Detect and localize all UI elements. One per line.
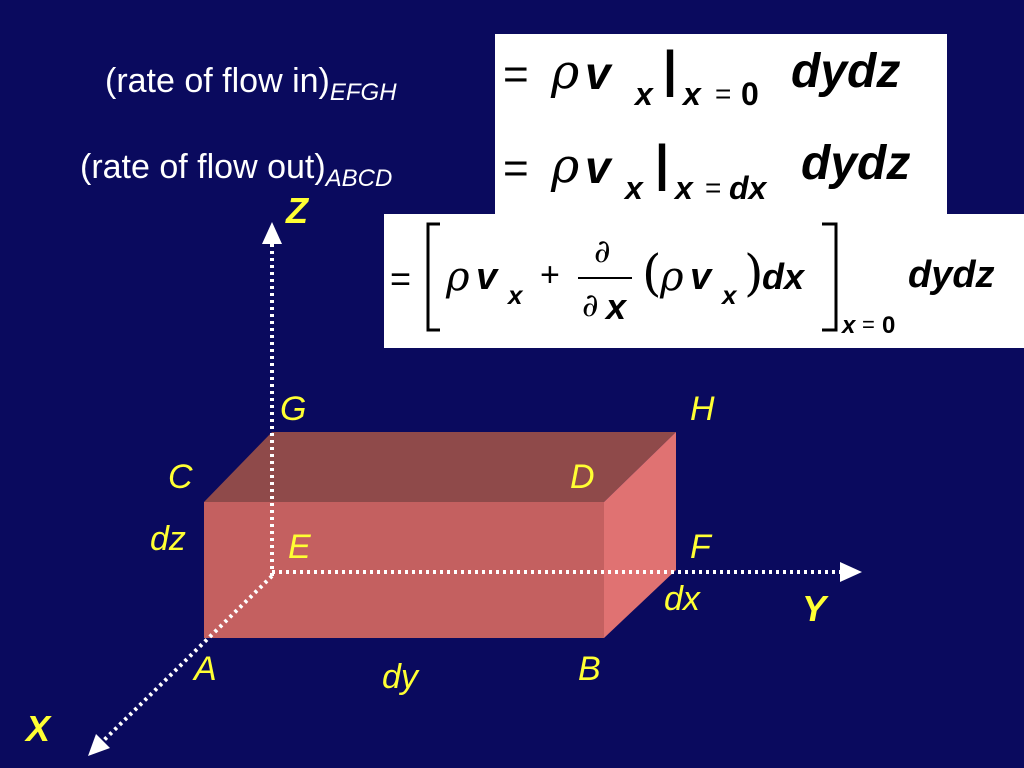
equation-flow-out: = ρ v x | x = dx dydz — [495, 120, 947, 214]
corner-label-c: C — [168, 458, 193, 496]
eq3-rparen: ) — [744, 244, 764, 302]
eq3-cond-eq: = — [862, 312, 875, 337]
eq1-cond-x: x — [683, 76, 701, 112]
box-top-face — [204, 432, 676, 502]
eq2-sub-x: x — [625, 170, 643, 206]
eq2-v: v — [585, 141, 611, 193]
eq1-cond-eq: = — [715, 78, 732, 109]
eq3-v-inner: v — [690, 256, 712, 298]
z-axis-arrowhead — [262, 222, 282, 244]
corner-label-b: B — [578, 650, 601, 688]
axis-label-y: Y — [802, 588, 827, 629]
x-axis-arrowhead — [88, 734, 110, 756]
eq1-dydz: dydz — [791, 45, 901, 98]
eq3-partial-bottom: ∂ — [582, 286, 599, 324]
flow-in-text: (rate of flow in) — [105, 62, 330, 100]
flow-out-subscript: ABCD — [325, 165, 393, 192]
flow-out-label: (rate of flow out)ABCD — [80, 148, 392, 193]
eq3-brackets — [426, 222, 838, 332]
eq3-v: v — [476, 256, 498, 298]
corner-label-f: F — [690, 528, 711, 566]
corner-label-a: A — [194, 650, 217, 688]
flow-in-subscript: EFGH — [329, 79, 397, 106]
eq1-v: v — [585, 47, 611, 99]
eq3-partial-top: ∂ — [594, 232, 611, 270]
corner-label-d: D — [570, 458, 595, 496]
eq2-cond-dx: dx — [729, 170, 767, 206]
corner-label-g: G — [280, 390, 307, 428]
dim-label-dy: dy — [382, 658, 418, 696]
eq2-cond-x: x — [675, 170, 693, 206]
axis-label-z: Z — [286, 190, 308, 231]
flow-out-text: (rate of flow out) — [80, 148, 326, 186]
eq1-sub-x: x — [635, 76, 653, 112]
eq2-cond-eq: = — [705, 172, 722, 203]
eq3-dx: dx — [762, 256, 805, 297]
eq3-lparen: ( — [642, 244, 662, 302]
box-side-face — [604, 432, 676, 638]
eq2-dydz: dydz — [801, 137, 911, 190]
eq3-sub-x: x — [508, 280, 523, 310]
eq3-equals: = — [390, 258, 412, 299]
eq2-equals: = — [503, 144, 529, 193]
flow-in-label: (rate of flow in)EFGH — [105, 62, 397, 107]
box-front-face — [204, 502, 604, 638]
eq1-cond-zero: 0 — [741, 76, 759, 112]
eq3-rho: ρ — [446, 254, 470, 300]
eq1-bar: | — [663, 41, 677, 97]
eq3-cond-zero: 0 — [882, 312, 896, 339]
eq1-equals: = — [503, 50, 529, 99]
eq3-dydz: dydz — [908, 254, 995, 296]
eq1-rho: ρ — [551, 44, 580, 100]
corner-label-e: E — [288, 528, 311, 566]
eq3-sub-x-inner: x — [722, 280, 737, 310]
eq2-rho: ρ — [551, 138, 580, 194]
corner-label-h: H — [690, 390, 715, 428]
eq3-cond-x: x — [842, 312, 856, 339]
eq3-denominator-x: x — [606, 286, 627, 327]
eq2-bar: | — [655, 135, 669, 191]
axis-label-x: X — [26, 708, 51, 749]
equation-flow-in: = ρ v x | x = 0 dydz — [495, 34, 947, 120]
equation-expansion: = ρ v x + ∂ ∂ x ( ρ v x ) dx x = 0 dydz — [384, 214, 1024, 348]
eq3-rho-inner: ρ — [660, 254, 684, 300]
eq3-plus: + — [540, 256, 560, 294]
x-axis-line — [98, 574, 274, 746]
dim-label-dx: dx — [664, 580, 700, 618]
dim-label-dz: dz — [150, 520, 186, 558]
y-axis-arrowhead — [840, 562, 862, 582]
